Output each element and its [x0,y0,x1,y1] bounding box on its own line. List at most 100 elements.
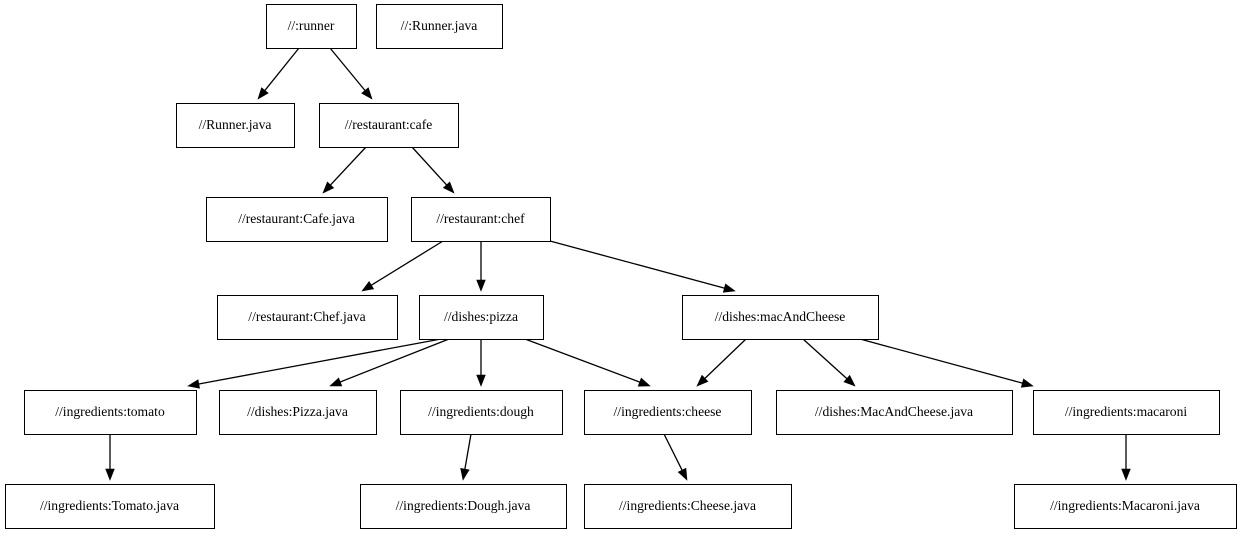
node-label: //restaurant:chef [436,211,525,226]
edge-line [411,146,448,186]
graph-edge [460,433,472,481]
edge-arrowhead [843,374,856,387]
graph-node-runner_java[interactable]: //Runner.java [176,103,295,148]
edge-line [330,146,367,186]
node-label: //:Runner.java [401,18,478,33]
node-label: //ingredients:Cheese.java [619,498,756,513]
edge-arrowhead [361,87,373,100]
graph-edge [476,241,486,292]
edge-arrowhead [476,374,486,387]
graph-node-restaurant_cafe[interactable]: //restaurant:cafe [319,103,459,148]
edge-arrowhead [322,181,335,194]
graph-edge [361,240,444,292]
graph-node-restaurant_chef_java[interactable]: //restaurant:Chef.java [217,295,398,340]
node-box[interactable] [584,390,752,435]
graph-edge [329,47,373,100]
edge-line [704,338,747,379]
graph-node-ing_macaroni_java[interactable]: //ingredients:Macaroni.java [1014,484,1237,529]
graph-node-dishes_mac[interactable]: //dishes:macAndCheese [682,295,879,340]
graph-node-dishes_pizza[interactable]: //dishes:pizza [419,295,544,340]
node-box[interactable] [1014,484,1237,529]
node-box[interactable] [206,197,388,242]
node-box[interactable] [376,4,503,49]
node-label: //dishes:pizza [444,309,518,324]
edges-layer [105,47,1131,481]
edge-arrowhead [696,374,709,387]
graph-edge [411,146,455,194]
graph-edge [187,338,442,389]
graph-node-restaurant_chef[interactable]: //restaurant:chef [411,197,551,242]
node-label: //ingredients:dough [428,404,534,419]
edge-arrowhead [442,181,455,194]
graph-edge [859,338,1034,388]
graph-node-dishes_mac_java[interactable]: //dishes:MacAndCheese.java [776,390,1013,435]
graph-node-runner[interactable]: //:runner [266,4,357,49]
edge-arrowhead [257,87,269,100]
edge-line [663,433,683,471]
graph-node-runner_java_root[interactable]: //:Runner.java [376,4,503,49]
graph-node-ing_cheese[interactable]: //ingredients:cheese [584,390,752,435]
node-box[interactable] [400,390,563,435]
graph-edge [696,338,747,387]
graph-edge [257,47,300,100]
edge-arrowhead [722,283,736,293]
node-box[interactable] [5,484,215,529]
node-box[interactable] [419,295,544,340]
graph-node-ing_macaroni[interactable]: //ingredients:macaroni [1033,390,1220,435]
node-box[interactable] [682,295,879,340]
edge-arrowhead [329,377,343,387]
graph-node-ing_tomato[interactable]: //ingredients:tomato [24,390,197,435]
node-box[interactable] [217,295,398,340]
graph-node-ing_tomato_java[interactable]: //ingredients:Tomato.java [5,484,215,529]
node-box[interactable] [24,390,197,435]
node-box[interactable] [1033,390,1220,435]
node-label: //ingredients:macaroni [1065,404,1188,419]
node-box[interactable] [219,390,377,435]
edge-arrowhead [361,281,375,292]
node-label: //ingredients:Macaroni.java [1050,498,1200,513]
edge-line [464,433,472,470]
edge-line [802,338,848,380]
graph-edge [802,338,856,387]
nodes-layer: //:runner //:Runner.java //Runner.java //re… [5,4,1237,529]
graph-node-ing_dough[interactable]: //ingredients:dough [400,390,563,435]
edge-line [859,338,1023,384]
edge-line [329,47,366,91]
node-box[interactable] [584,484,792,529]
edge-arrowhead [460,468,470,481]
node-label: //dishes:MacAndCheese.java [815,404,973,419]
graph-edge [329,338,450,387]
graph-node-dishes_pizza_java[interactable]: //dishes:Pizza.java [219,390,377,435]
graph-node-ing_dough_java[interactable]: //ingredients:Dough.java [360,484,567,529]
node-box[interactable] [176,103,295,148]
node-box[interactable] [776,390,1013,435]
node-label: //ingredients:tomato [55,404,165,419]
node-label: //dishes:Pizza.java [247,404,348,419]
node-label: //dishes:macAndCheese [715,309,846,324]
graph-edge [105,434,115,481]
node-box[interactable] [360,484,567,529]
node-box[interactable] [411,197,551,242]
edge-arrowhead [187,379,200,389]
graph-edge [1121,434,1131,481]
graph-node-restaurant_cafe_java[interactable]: //restaurant:Cafe.java [206,197,388,242]
graph-edge [476,339,486,387]
graph-edge [549,240,736,293]
node-label: //Runner.java [199,117,272,132]
graph-node-ing_cheese_java[interactable]: //ingredients:Cheese.java [584,484,792,529]
edge-arrowhead [476,279,486,292]
node-label: //ingredients:cheese [614,404,722,419]
edge-line [264,47,300,91]
edge-line [339,338,450,383]
edge-line [524,338,640,383]
node-label: //restaurant:Cafe.java [238,211,355,226]
node-box[interactable] [319,103,459,148]
graph-edge [322,146,367,194]
edge-arrowhead [677,467,688,481]
edge-arrowhead [1121,468,1131,481]
node-box[interactable] [266,4,357,49]
graph-edge [663,433,688,481]
edge-line [198,338,442,385]
